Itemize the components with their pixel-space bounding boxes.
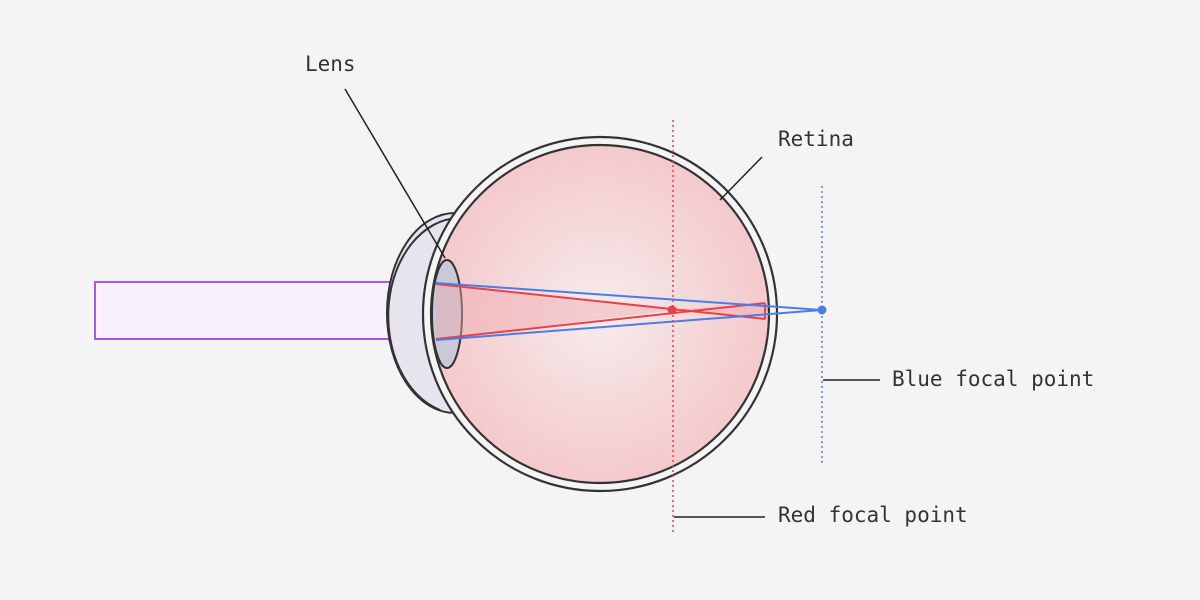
blue-ray-bottom [435, 309, 823, 341]
cornea-outer-edge [387, 217, 459, 411]
blue-focal-point-marker [817, 305, 827, 315]
lens-leader-line [344, 88, 446, 259]
red-ray-cone [436, 284, 765, 340]
lens [431, 259, 463, 369]
red-focal-point-label: Red focal point [778, 503, 968, 527]
red-ray-top [435, 283, 766, 320]
blue-focal-point-label: Blue focal point [892, 367, 1095, 391]
red-focal-point-marker [667, 305, 677, 315]
light-beam [94, 281, 396, 340]
retina-label: Retina [778, 127, 854, 151]
blue-ray-top [435, 282, 823, 311]
red-ray-bottom [435, 302, 766, 340]
lens-label: Lens [305, 52, 356, 76]
retina-leader-line [719, 156, 763, 201]
